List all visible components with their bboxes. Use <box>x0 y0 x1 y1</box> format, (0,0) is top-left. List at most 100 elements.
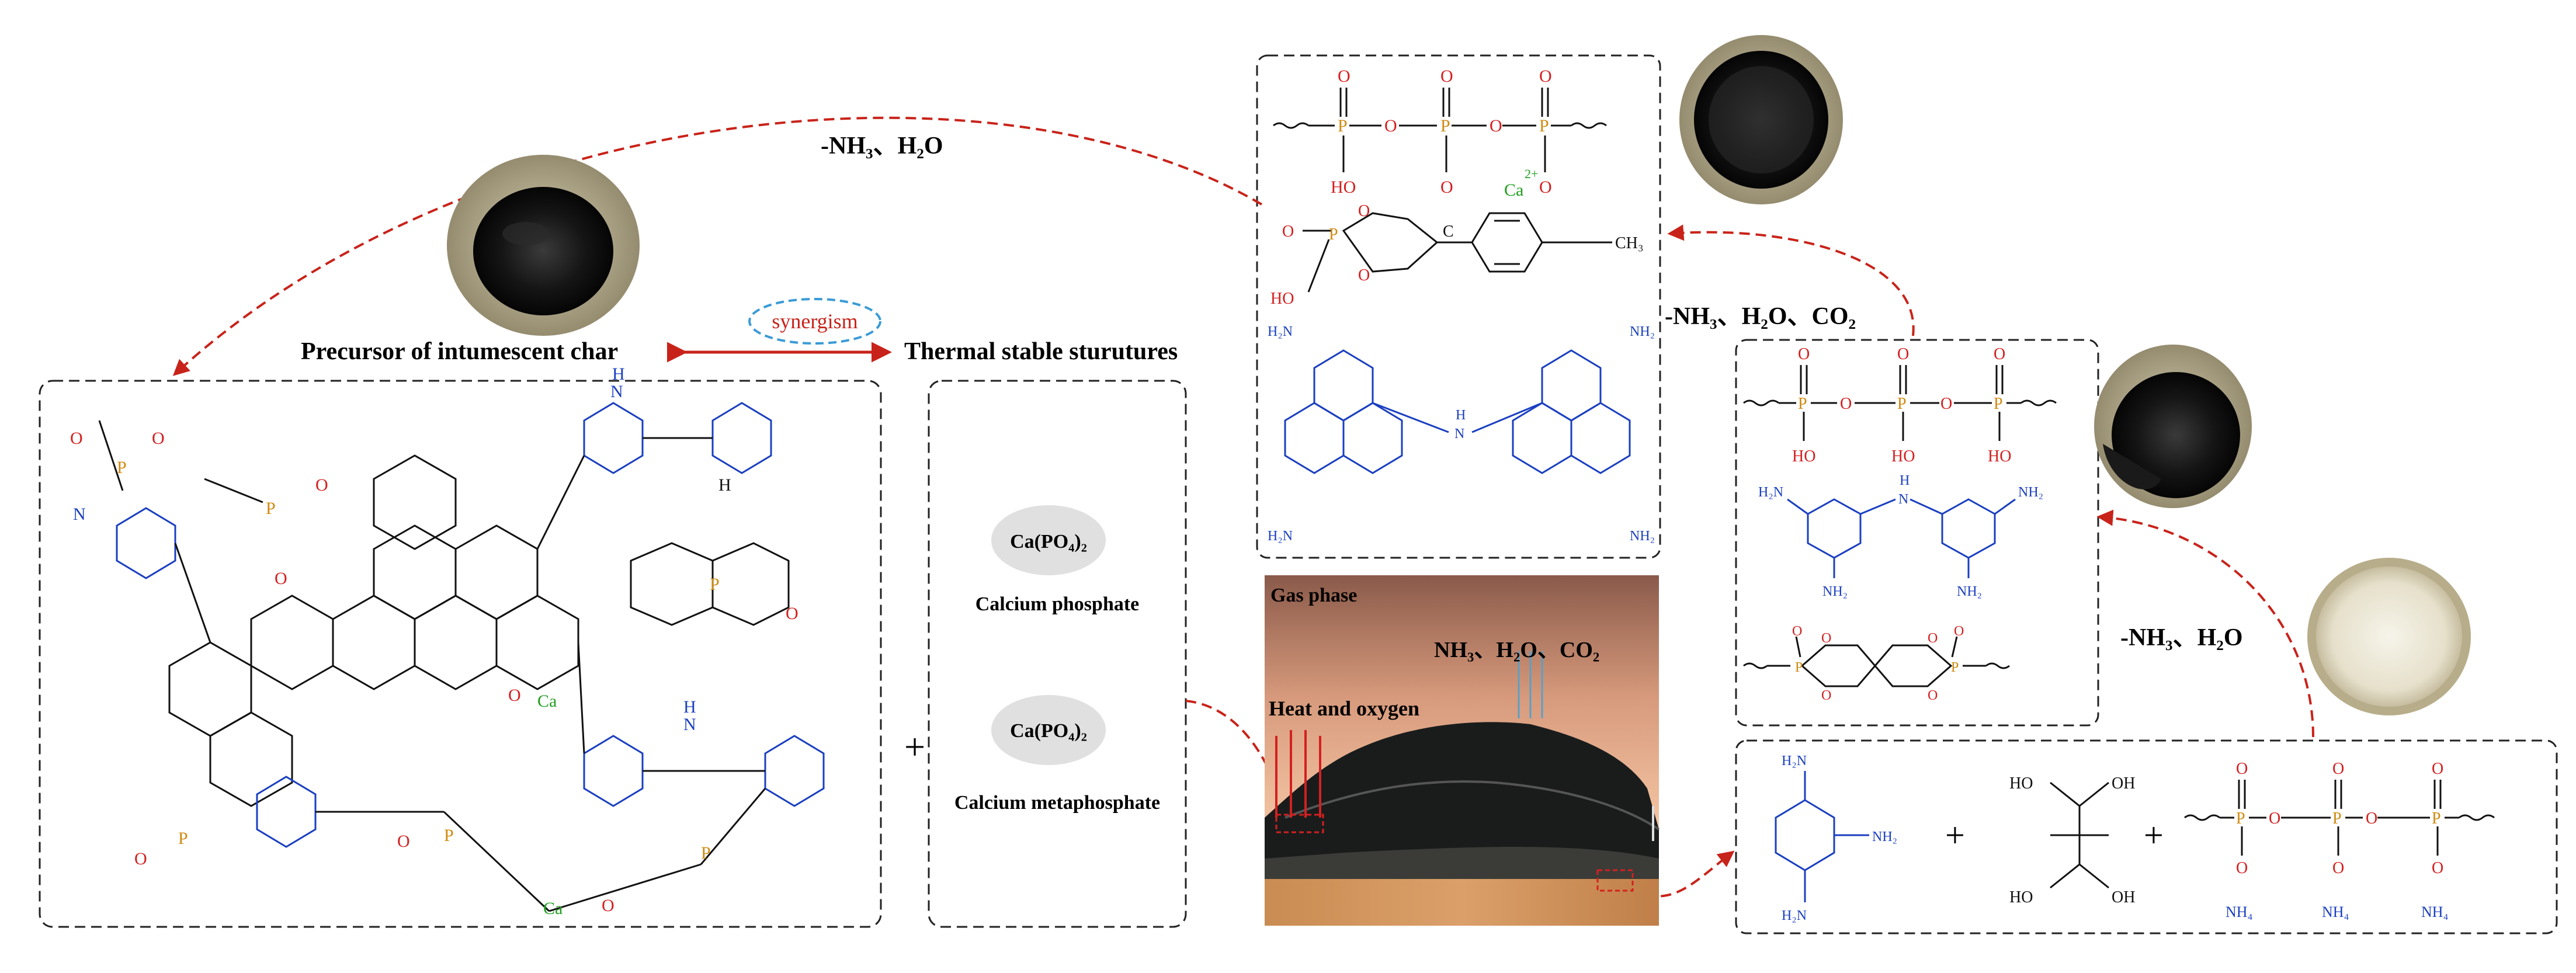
hydroxyl-label: OH <box>2112 774 2135 793</box>
char-cup-middle-right-photo <box>2094 345 2252 508</box>
atom-p: P <box>2332 809 2342 828</box>
atom-o: O <box>508 686 521 705</box>
heat-oxygen-label: Heat and oxygen <box>1269 697 1419 720</box>
atom-o: O <box>1798 345 1810 363</box>
amine-label: NH₂ <box>1822 584 1848 599</box>
precursor-label: Precursor of intumescent char <box>301 338 618 365</box>
atom-p: P <box>1329 225 1338 244</box>
atom-p: P <box>266 499 276 518</box>
atom-o: O <box>1954 624 1964 639</box>
amine-label: NH₂ <box>1957 584 1982 599</box>
ammonium-label: NH₄ <box>2226 904 2253 920</box>
plus-sign-1: + <box>1945 816 1965 854</box>
atom-o: O <box>1821 631 1831 646</box>
atom-o: O <box>397 832 410 851</box>
atom-o: O <box>134 849 147 868</box>
atom-p: P <box>1994 395 2003 413</box>
atom-o: O <box>1994 345 2005 363</box>
oxide-anion-label: O <box>2332 859 2344 877</box>
amine-label: H₂N <box>1268 324 1293 339</box>
middle-right-structure-box <box>1735 339 2099 727</box>
precursor-structure-box <box>39 380 882 928</box>
atom-p: P <box>701 843 711 863</box>
atom-c: C <box>1443 223 1454 241</box>
atom-p: P <box>1338 116 1348 135</box>
melamine-molecule <box>1775 771 1869 902</box>
hydroxyl-label: HO <box>1891 447 1915 465</box>
atom-o: O <box>2236 760 2248 778</box>
atom-o: O <box>152 429 165 448</box>
atom-n: N <box>683 715 696 734</box>
amine-label: NH₂ <box>1872 829 1897 845</box>
atom-o: O <box>1282 223 1294 241</box>
atom-p: P <box>2236 809 2245 828</box>
atom-h: H <box>1456 408 1466 423</box>
atom-n: N <box>73 505 86 524</box>
cyclic-phosphate-phenyl <box>1303 212 1612 293</box>
methyl-label: CH₃ <box>1615 234 1644 252</box>
amine-label: NH₂ <box>1630 324 1655 339</box>
atom-o: O <box>1358 202 1370 220</box>
top-center-structure-box <box>1256 54 1661 559</box>
char-cross-section-photo <box>1265 575 1660 926</box>
spiro-phosphate <box>1743 636 2010 687</box>
atom-p: P <box>710 575 720 594</box>
arrow-right-to-top <box>1667 224 1915 336</box>
middle-phosphate-chain <box>1743 365 2057 441</box>
atom-o: O <box>1440 67 1453 86</box>
hydroxyl-label: HO <box>2009 888 2033 906</box>
gas-products-label: NH₃、H₂O、CO₂ <box>1434 638 1599 662</box>
atom-o: O <box>1792 624 1802 639</box>
atom-o: O <box>1928 688 1938 703</box>
arrow-char-to-reactants <box>1629 850 1735 898</box>
atom-p: P <box>444 826 454 845</box>
atom-o: O <box>1821 688 1831 703</box>
atom-h: H <box>1900 473 1910 488</box>
calcium-ion-label: Ca <box>1504 180 1523 200</box>
plus-sign-left: + <box>904 726 925 767</box>
oxide-anion-label: O <box>1539 178 1552 197</box>
calcium-phosphate-badge <box>991 505 1106 575</box>
atom-p: P <box>2432 809 2441 828</box>
atom-o: O <box>315 475 328 495</box>
amine-label: H₂N <box>1782 753 1807 769</box>
amine-label: NH₂ <box>2018 485 2043 500</box>
atom-o: O <box>602 896 615 915</box>
atom-o: O <box>1897 345 1909 363</box>
char-cup-top-right-photo <box>1679 35 1843 204</box>
arrow-top-to-precursor <box>172 116 1263 376</box>
atom-h: H <box>683 697 696 717</box>
atom-o: O <box>1928 631 1938 646</box>
atom-p: P <box>1440 116 1450 135</box>
amine-label: H₂N <box>1268 529 1293 544</box>
atom-o: O <box>1358 266 1370 284</box>
gas-phase-label: Gas phase <box>1270 585 1357 606</box>
calcium-metaphosphate-badge <box>991 695 1106 765</box>
hydroxyl-label: HO <box>2009 774 2033 793</box>
ammonium-label: NH₄ <box>2322 904 2349 920</box>
bottom-right-reactants-box <box>1735 739 2558 934</box>
hydroxyl-label: HO <box>1792 447 1815 465</box>
atom-n: N <box>1454 426 1464 442</box>
calcium-phosphate-label: Calcium phosphate <box>975 593 1140 615</box>
intumescent-char-precursor-structure <box>98 402 825 912</box>
atom-h: H <box>612 364 625 384</box>
amine-label: H₂N <box>1782 908 1807 923</box>
calcium-metaphosphate-label: Calcium metaphosphate <box>954 792 1160 814</box>
atom-ca: Ca <box>543 899 563 918</box>
thermal-stable-label: Thermal stable sturutures <box>904 338 1178 365</box>
synergism-oval <box>748 298 881 345</box>
hydroxyl-label: HO <box>1270 290 1294 308</box>
atom-h: H <box>718 475 731 495</box>
oxide-anion-label: O <box>2236 859 2248 877</box>
pentaerythritol-molecule <box>2050 781 2109 889</box>
synergism-label: synergism <box>772 310 857 333</box>
thermal-stable-box <box>928 380 1187 928</box>
release-label-right-2: -NH₃、H₂O <box>2120 624 2243 651</box>
release-label-top: -NH₃、H₂O <box>821 133 943 159</box>
amine-label: H₂N <box>1758 485 1783 500</box>
atom-o: O <box>1490 116 1502 135</box>
atom-p: P <box>1795 660 1803 675</box>
calcium-phosphate-formula: Ca(PO₄)₂ <box>1010 531 1087 552</box>
atom-o: O <box>1539 67 1552 86</box>
